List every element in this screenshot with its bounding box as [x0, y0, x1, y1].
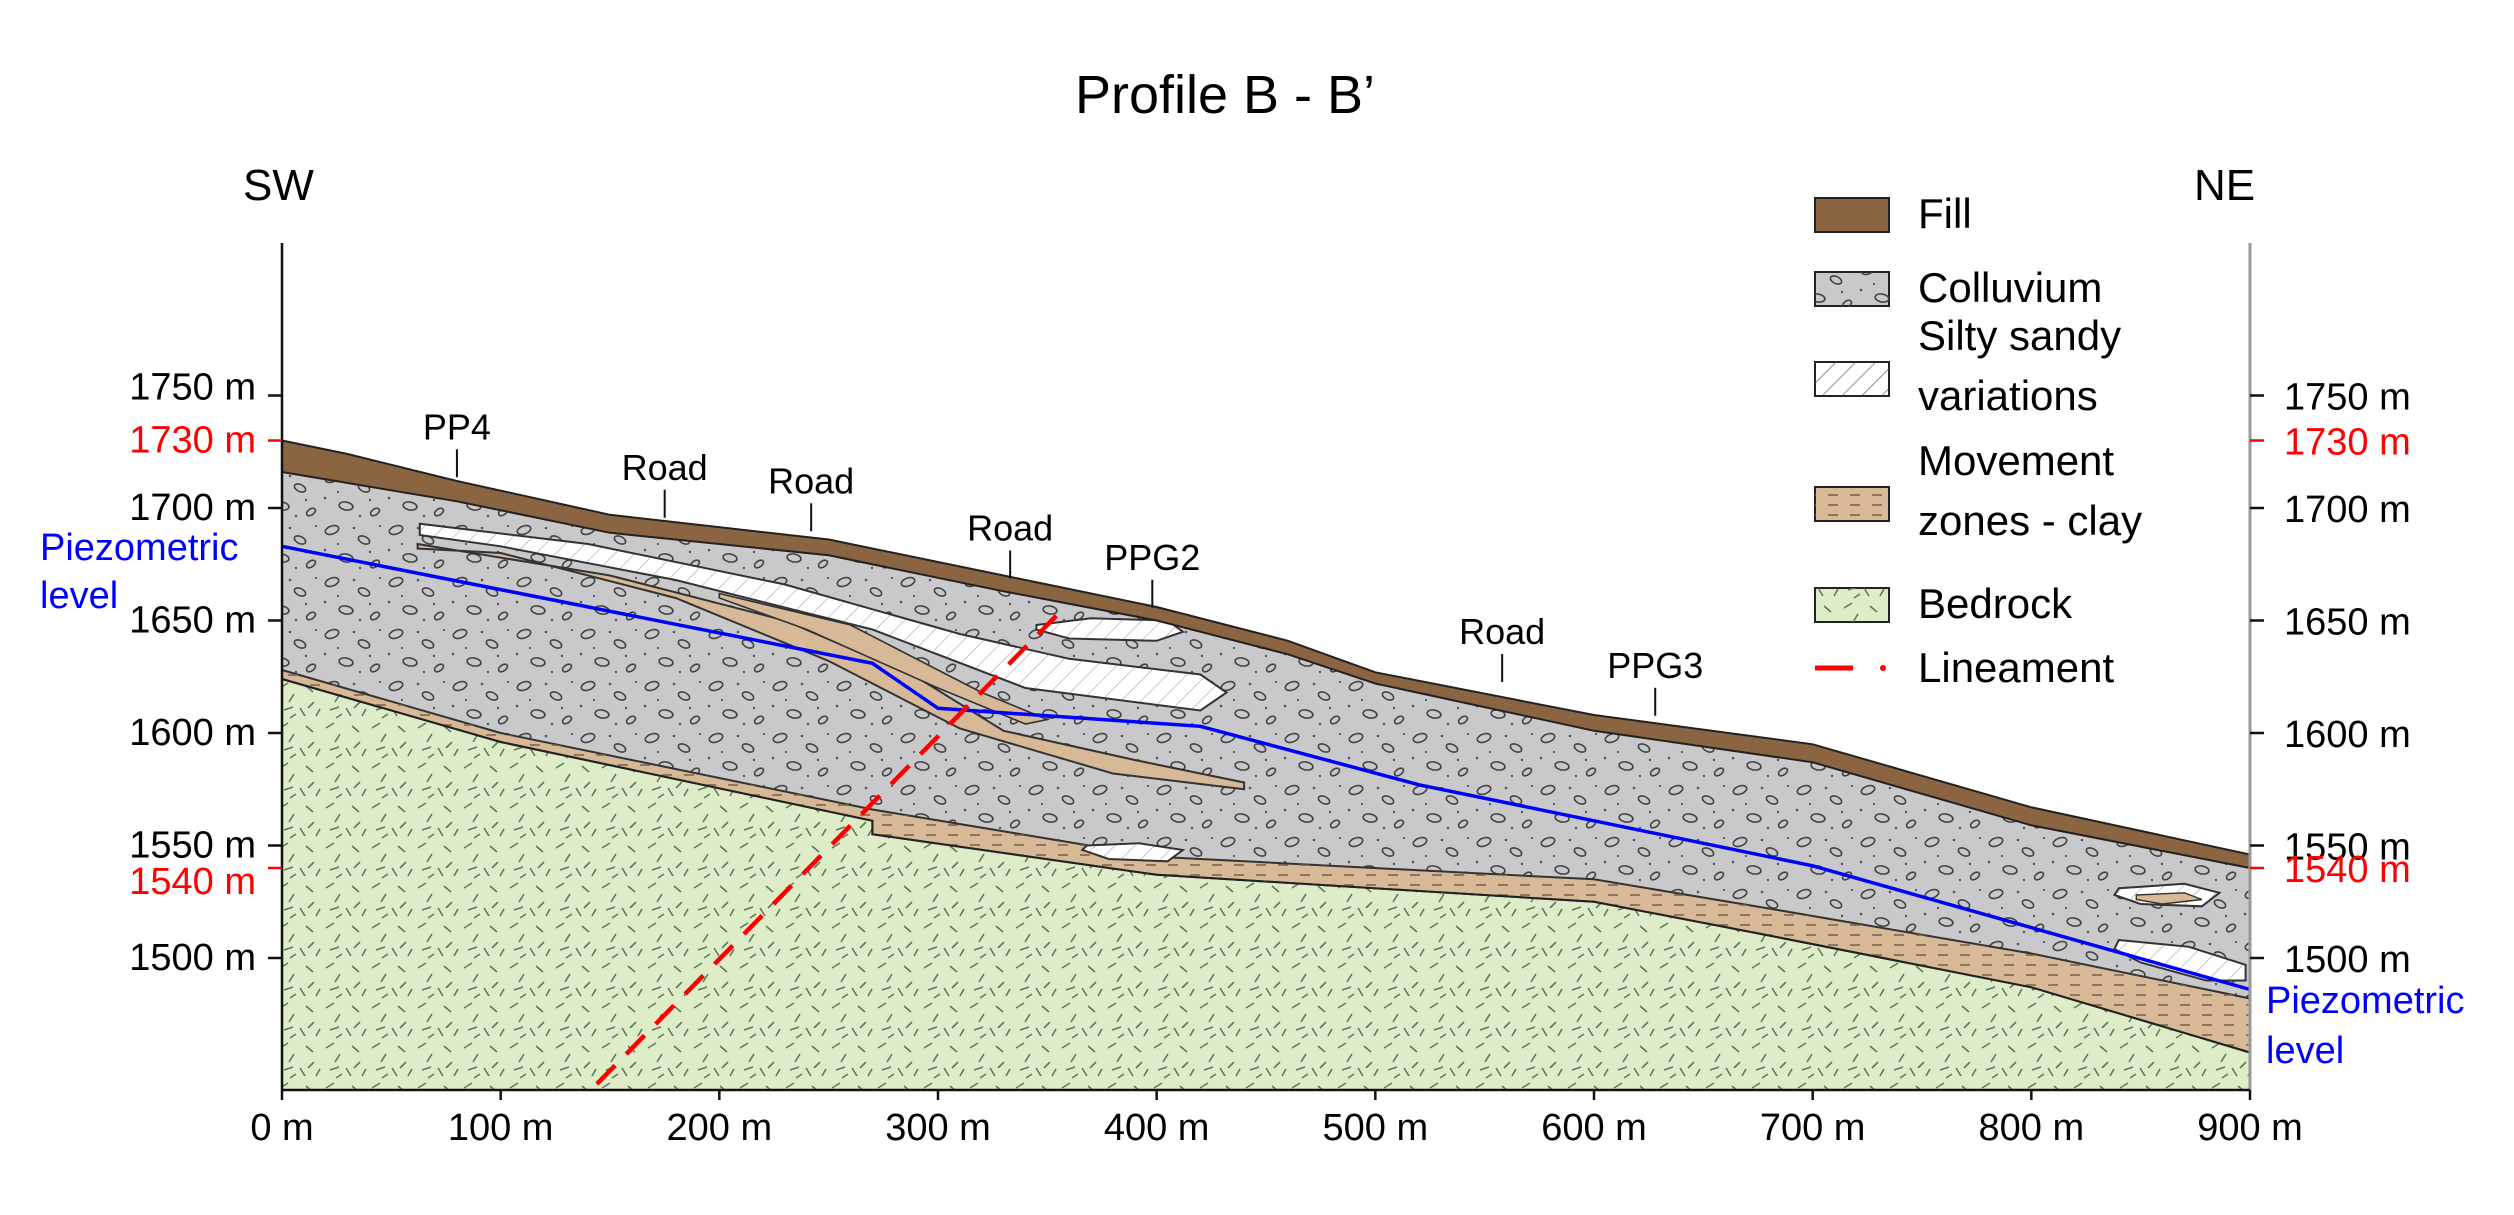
surface-marker-label-4: PPG2	[1104, 537, 1200, 578]
distance-label-6: 600 m	[1541, 1107, 1647, 1149]
surface-marker-label-2: Road	[768, 460, 854, 501]
right-elevation-label-5: 1550 m	[2284, 827, 2411, 869]
piezometric-label-right-line1: Piezometric	[2266, 980, 2465, 1022]
left-elevation-label-7: 1500 m	[129, 937, 256, 979]
bedrock-pattern	[282, 679, 2250, 1090]
piezometric-label-left-line1: Piezometric	[40, 527, 239, 569]
distance-label-8: 800 m	[1979, 1107, 2085, 1149]
left-elevation-label-4: 1600 m	[129, 712, 256, 754]
legend-swatch-lineament-dot	[1880, 665, 1886, 671]
left-elevation-label-1: 1730 m	[129, 420, 256, 462]
right-elevation-label-6: 1540 m	[2284, 849, 2411, 891]
movement-zone-inner-2	[718, 592, 1051, 725]
legend-label-bedrock-0: Bedrock	[1918, 580, 2073, 627]
right-elevation-label-0: 1750 m	[2284, 377, 2411, 419]
left-elevation-label-3: 1650 m	[129, 600, 256, 642]
left-elevation-label-6: 1540 m	[129, 861, 256, 903]
distance-label-5: 500 m	[1323, 1107, 1429, 1149]
right-elevation-label-7: 1500 m	[2284, 939, 2411, 981]
silty-lens-hatch-4	[2114, 940, 2246, 981]
left-elevation-label-5: 1550 m	[129, 825, 256, 867]
surface-marker-label-1: Road	[622, 447, 708, 488]
bedrock-boundary	[281, 678, 2251, 1054]
surface-marker-label-6: PPG3	[1607, 645, 1703, 686]
legend-item-bedrock: Bedrock	[1814, 580, 2073, 627]
silty-lens-hatch-2	[1082, 843, 1183, 862]
legend-label-fill-0: Fill	[1918, 190, 1972, 237]
legend-swatch-pattern-colluvium	[1815, 272, 1889, 306]
orientation-right: NE	[2194, 161, 2255, 210]
surface-marker-label-3: Road	[967, 508, 1053, 549]
legend-label-silty-1: variations	[1918, 372, 2098, 419]
surface-marker-label-0: PP4	[423, 406, 491, 447]
piezometric-label-left-line2: level	[40, 575, 118, 617]
piezometric-line	[281, 544, 2251, 992]
piezometric-label-right-line2: level	[2266, 1030, 2344, 1072]
distance-label-3: 300 m	[885, 1107, 991, 1149]
legend-label-lineament-0: Lineament	[1918, 644, 2114, 691]
distance-label-2: 200 m	[667, 1107, 773, 1149]
figure-title: Profile B - B’	[1075, 65, 1375, 125]
distance-label-7: 700 m	[1760, 1107, 1866, 1149]
legend-swatch-fill	[1814, 197, 1890, 233]
distance-label-9: 900 m	[2197, 1107, 2303, 1149]
legend-swatch-pattern-bedrock	[1815, 588, 1889, 622]
legend-item-colluvium: Colluvium	[1814, 264, 2102, 311]
left-elevation-label-0: 1750 m	[129, 367, 256, 409]
silty-lens-hatch-0	[419, 523, 1227, 711]
orientation-left: SW	[243, 161, 314, 210]
silty-lens-hatch-1	[1036, 618, 1183, 641]
legend-swatch-pattern-movement	[1815, 487, 1889, 521]
right-elevation-label-4: 1600 m	[2284, 714, 2411, 756]
legend-label-movement-0: Movement	[1918, 437, 2114, 484]
distance-label-4: 400 m	[1104, 1107, 1210, 1149]
legend-item-fill: Fill	[1814, 190, 1972, 237]
profile-plot	[281, 439, 2251, 1090]
legend-label-colluvium-0: Colluvium	[1918, 264, 2102, 311]
left-elevation-label-2: 1700 m	[129, 487, 256, 529]
legend-label-silty-0: Silty sandy	[1918, 312, 2121, 359]
legend-item-silty: Silty sandy variations	[1814, 312, 2121, 419]
right-elevation-label-3: 1650 m	[2284, 602, 2411, 644]
legend-item-movement: Movement zones - clay	[1814, 437, 2142, 544]
legend-swatch-pattern-silty	[1815, 362, 1889, 396]
right-elevation-label-1: 1730 m	[2284, 422, 2411, 464]
movement-pocket	[2135, 892, 2203, 905]
legend-label-movement-1: zones - clay	[1918, 497, 2142, 544]
lineament-line	[595, 612, 1060, 1086]
right-elevation-label-2: 1700 m	[2284, 489, 2411, 531]
legend-item-lineament: Lineament	[1815, 644, 2114, 691]
surface-marker-label-5: Road	[1459, 611, 1545, 652]
distance-label-0: 0 m	[250, 1107, 313, 1149]
distance-label-1: 100 m	[448, 1107, 554, 1149]
